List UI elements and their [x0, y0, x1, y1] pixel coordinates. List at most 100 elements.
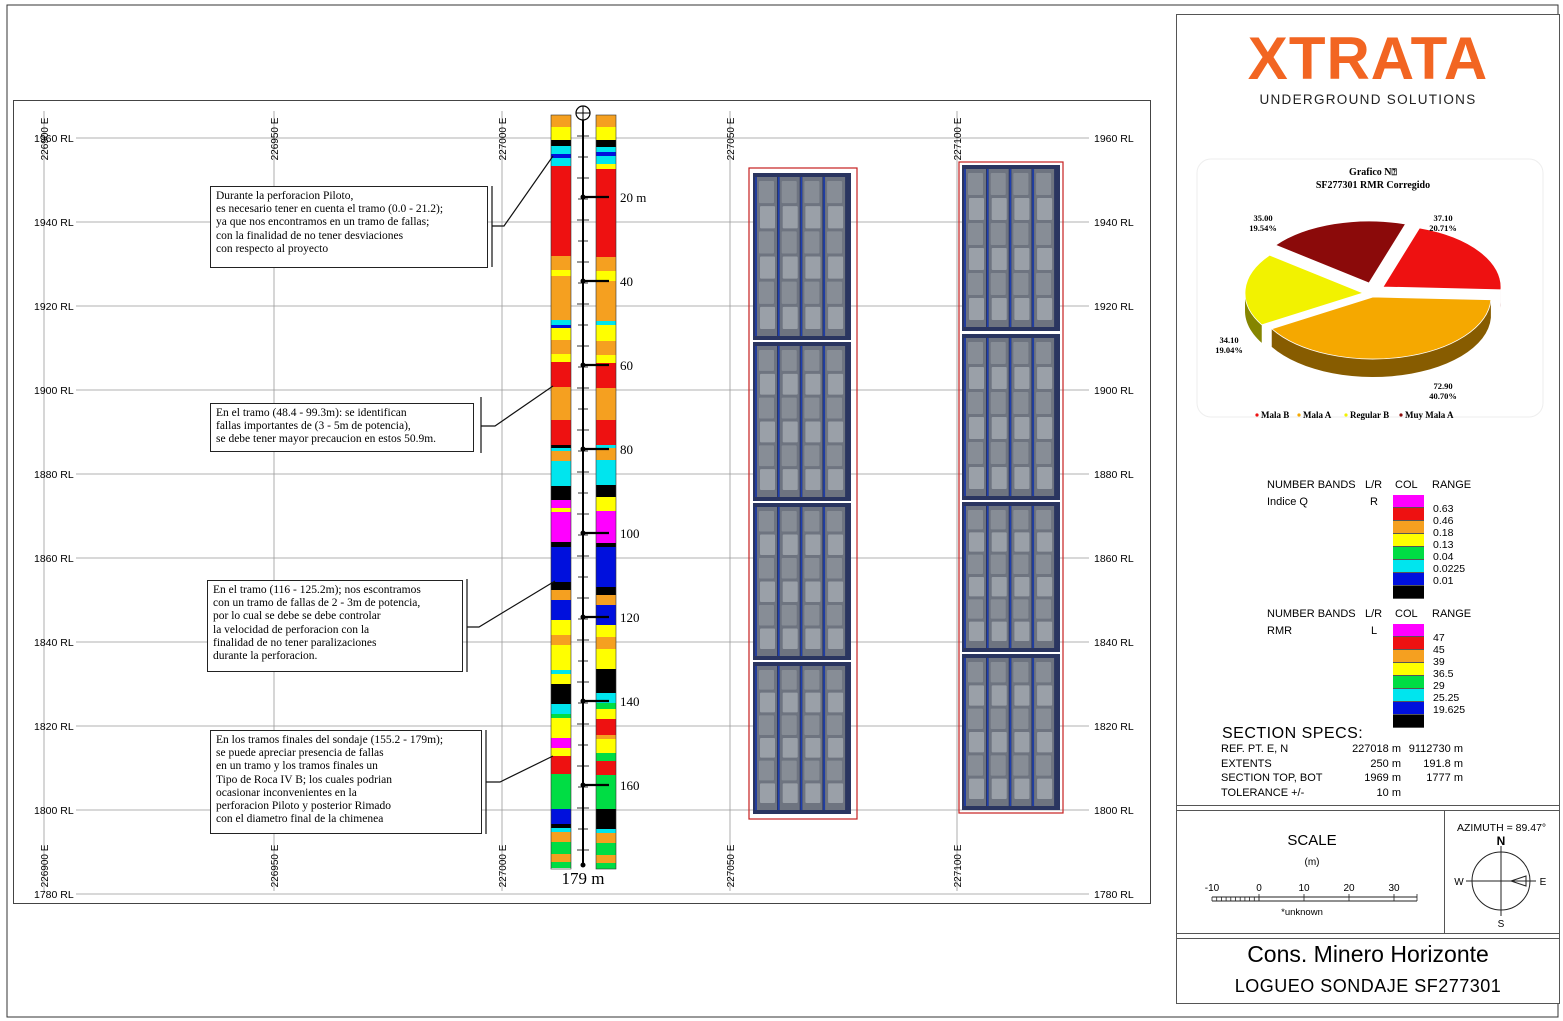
- specs-cell: 1777 m: [1426, 772, 1463, 785]
- band-color-swatch: [1393, 534, 1424, 547]
- core-fragment: [1013, 392, 1029, 414]
- rl-label-left: 1860 RL: [34, 553, 74, 565]
- core-fragment: [781, 281, 797, 304]
- rl-label-left: 1800 RL: [34, 805, 74, 817]
- drill-log-columns: [550, 114, 617, 870]
- core-fragment: [805, 738, 821, 758]
- core-fragment: [782, 306, 798, 329]
- log-band: [551, 670, 571, 674]
- core-fragment: [1014, 298, 1030, 320]
- core-fragment: [760, 783, 775, 803]
- core-fragment: [804, 605, 820, 626]
- core-fragment: [804, 760, 820, 781]
- easting-label-top: 227000 E: [498, 117, 509, 160]
- log-band: [551, 756, 571, 774]
- band-color-swatch: [1393, 547, 1424, 560]
- core-fragment: [991, 577, 1007, 597]
- log-band: [596, 169, 616, 257]
- core-fragment: [759, 231, 774, 254]
- core-fragment: [804, 231, 820, 254]
- log-band: [551, 500, 571, 508]
- log-band: [596, 485, 616, 497]
- core-fragment: [990, 510, 1006, 530]
- log-band: [551, 362, 571, 387]
- core-fragment: [1014, 248, 1030, 270]
- compass-n: N: [1497, 834, 1506, 848]
- depth-marker: [580, 614, 586, 620]
- drawing-title: LOGUEO SONDAJE SF277301: [1234, 976, 1502, 996]
- band-range-value: 0.63: [1433, 503, 1454, 515]
- core-fragment: [782, 783, 798, 803]
- core-fragment: [1037, 417, 1053, 439]
- depth-label: 40: [620, 274, 633, 289]
- core-fragment: [968, 708, 983, 729]
- depth-marker: [580, 278, 586, 284]
- core-fragment: [968, 223, 983, 245]
- core-fragment: [827, 281, 843, 304]
- depth-label: 140: [620, 694, 640, 709]
- log-band: [596, 497, 616, 511]
- log-band: [596, 833, 616, 843]
- core-fragment: [991, 198, 1007, 220]
- log-band: [551, 582, 571, 590]
- core-fragment: [1013, 662, 1029, 683]
- core-fragment: [828, 534, 844, 555]
- log-band: [596, 739, 616, 753]
- core-photo-frame-2: [958, 161, 1064, 814]
- log-band: [551, 508, 571, 512]
- log-band: [596, 809, 616, 829]
- core-fragment: [760, 534, 775, 555]
- depth-marker: [580, 362, 586, 368]
- depth-label: 100: [620, 526, 640, 541]
- core-fragment: [781, 605, 797, 626]
- core-fragment: [781, 231, 797, 254]
- core-fragment: [1036, 554, 1052, 574]
- core-fragment: [759, 670, 774, 690]
- log-band: [551, 486, 571, 500]
- log-band: [596, 775, 616, 809]
- core-fragment: [991, 732, 1007, 753]
- core-fragment: [968, 173, 983, 195]
- rl-label-right: 1820 RL: [1094, 721, 1134, 733]
- core-fragment: [828, 421, 844, 443]
- scale-tick-label: -10: [1205, 883, 1220, 894]
- log-band: [596, 325, 616, 341]
- band-range-value: 0.13: [1433, 539, 1454, 551]
- core-fragment: [782, 206, 798, 229]
- note-fault-zone-2: En el tramo (116 - 125.2m); nos escontra…: [207, 580, 463, 672]
- pie-slice-side: [1245, 291, 1262, 343]
- core-fragment: [1014, 778, 1030, 799]
- divider-specs: [1177, 805, 1559, 806]
- core-fragment: [1036, 223, 1052, 245]
- band-color-swatch: [1393, 560, 1424, 573]
- log-band: [551, 547, 571, 582]
- log-band: [596, 281, 616, 321]
- rl-label-right: 1940 RL: [1094, 217, 1134, 229]
- band-color-swatch: [1393, 586, 1424, 599]
- core-fragment: [1014, 467, 1030, 489]
- core-fragment: [827, 715, 843, 735]
- log-band: [551, 590, 571, 600]
- log-band: [596, 595, 616, 605]
- core-fragment: [969, 621, 984, 641]
- core-fragment: [991, 685, 1007, 706]
- core-fragment: [969, 298, 984, 320]
- core-fragment: [760, 421, 775, 443]
- core-fragment: [760, 581, 775, 602]
- core-fragment: [828, 581, 844, 602]
- log-band: [596, 341, 616, 355]
- band-range-value: 0.46: [1433, 515, 1454, 527]
- log-band: [551, 127, 571, 140]
- log-band: [551, 146, 571, 154]
- depth-label: 20 m: [620, 190, 646, 205]
- pie-slice-side: [1271, 299, 1491, 377]
- log-band: [596, 445, 616, 448]
- specs-cell: 227018 m: [1352, 743, 1401, 756]
- log-band: [551, 684, 571, 704]
- core-fragment: [990, 273, 1006, 295]
- core-fragment: [991, 367, 1007, 389]
- core-fragment: [805, 628, 821, 649]
